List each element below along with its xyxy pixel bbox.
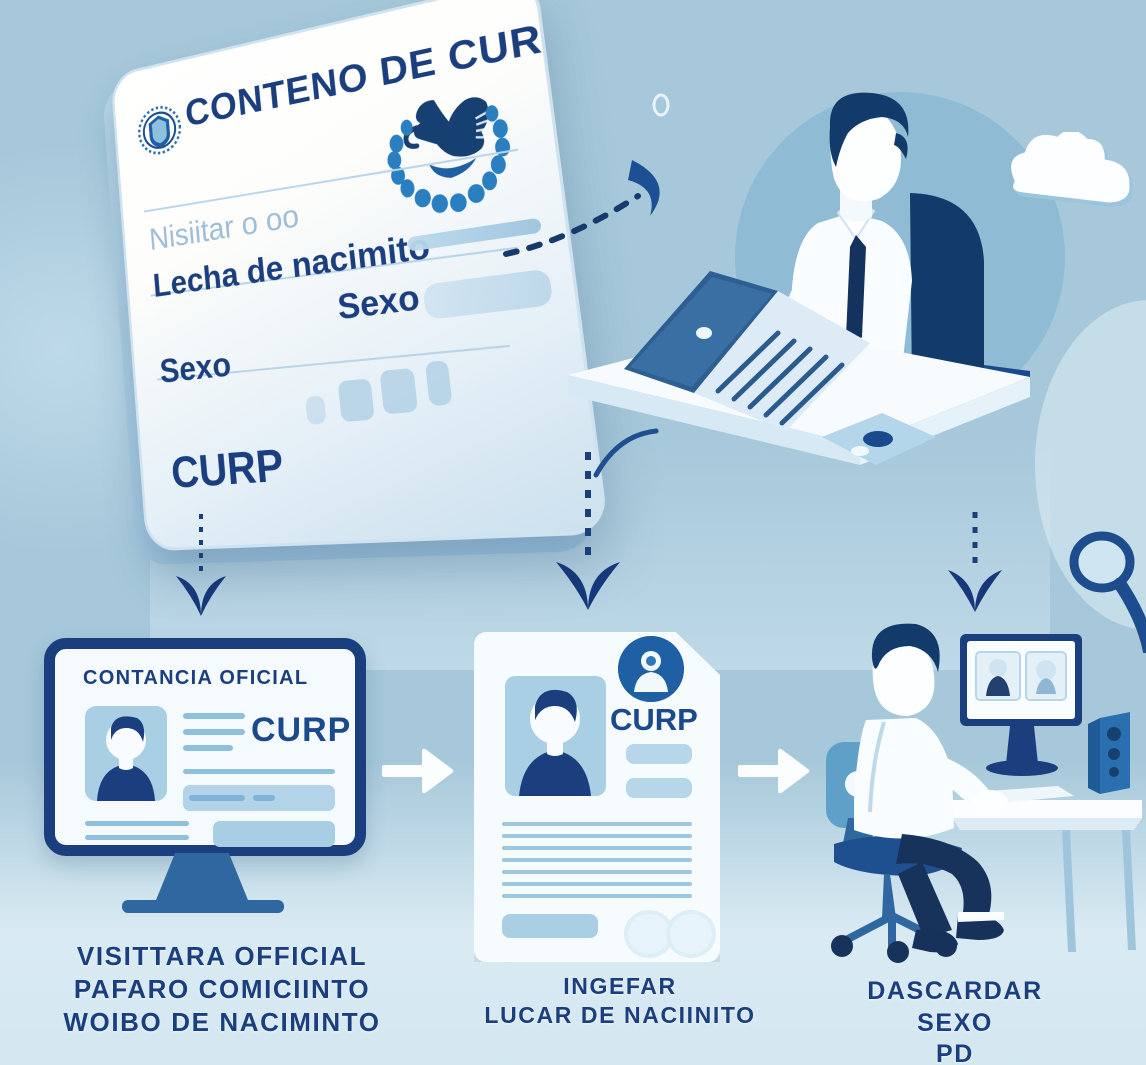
step-3-desk-computer	[826, 623, 1142, 963]
field-placeholder	[85, 821, 189, 826]
card-chip	[379, 367, 419, 415]
caption-line: SEXO	[917, 1008, 993, 1037]
step-1-caption: VISITTARA OFFICIAL PAFARO COMICIINTO WOI…	[32, 940, 412, 1038]
field-placeholder	[183, 713, 245, 719]
card-field-label: CURP	[169, 439, 286, 498]
desktop-monitor-icon	[960, 634, 1082, 776]
stamp-seal-icon	[666, 910, 716, 958]
card-face: CONTENO DE CURP	[110, 0, 610, 552]
laptop-icon	[624, 271, 870, 431]
caption-line: LUCAR DE NACIINITO	[484, 1001, 756, 1028]
caption-line: INGEFAR	[563, 973, 677, 999]
data-pill	[213, 821, 335, 847]
data-pill	[626, 778, 692, 798]
card-field-label: Sexo	[158, 345, 233, 391]
text-line	[502, 822, 692, 826]
person-back-view	[854, 623, 1008, 953]
caption-line: DASCARDAR	[867, 977, 1043, 1005]
card-chip	[305, 395, 327, 426]
text-line	[502, 882, 692, 886]
card-field-label: Sexo	[335, 277, 422, 328]
caption-line: VISITTARA OFFICIAL	[76, 941, 368, 971]
caption-line: WOIBO DE NACIMINTO	[63, 1006, 381, 1037]
user-avatar-icon	[505, 676, 606, 796]
field-placeholder	[189, 795, 245, 801]
field-placeholder	[183, 729, 245, 735]
step-1-monitor-id-card: CONTANCIA OFICIAL CURP	[44, 638, 384, 913]
caption-line: PAFARO COMICIINTO	[73, 973, 371, 1004]
stamp-seal-icon	[624, 910, 674, 958]
field-placeholder	[183, 745, 233, 751]
speaker-icon	[1088, 712, 1130, 794]
text-line	[502, 894, 692, 898]
magnifying-glass-icon	[1069, 531, 1146, 653]
card-signature-strip	[422, 268, 554, 321]
right-arrow	[382, 748, 454, 794]
card-chip	[337, 378, 375, 423]
user-avatar-icon	[85, 706, 167, 801]
caption-line: PD	[936, 1040, 974, 1065]
monitor-base	[122, 900, 284, 913]
monitor-card-title: CONTANCIA OFICIAL	[83, 667, 309, 689]
down-arrow	[948, 512, 1002, 612]
person-typing-on-laptop	[568, 92, 1030, 478]
cloud-icon	[1011, 132, 1133, 208]
small-circle-icon	[652, 93, 670, 117]
data-pill	[626, 744, 692, 764]
right-arrow	[738, 748, 810, 794]
text-line	[502, 858, 692, 862]
text-line	[502, 846, 692, 850]
field-placeholder	[253, 795, 275, 801]
smartphone-icon	[822, 413, 936, 465]
card-chip	[424, 359, 453, 407]
monitor-stand	[154, 853, 250, 905]
hero-curp-card: CONTENO DE CURP	[101, 0, 610, 566]
text-line	[502, 870, 692, 874]
step-2-caption: INGEFAR LUCAR DE NACIINITO	[446, 972, 794, 1030]
document-curp-label: CURP	[610, 702, 698, 737]
text-line	[502, 834, 692, 838]
mexican-coat-of-arms-icon	[386, 89, 512, 215]
person-badge-icon	[618, 636, 684, 702]
step-2-document-sheet: CURP	[474, 632, 720, 962]
field-placeholder	[85, 835, 189, 840]
data-pill	[502, 914, 598, 938]
necktie	[846, 235, 866, 347]
government-seal-icon	[134, 99, 185, 161]
monitor-frame: CONTANCIA OFICIAL CURP	[44, 638, 366, 856]
field-placeholder	[183, 769, 335, 774]
step-3-caption: DASCARDAR SEXO PD	[830, 976, 1080, 1065]
monitor-curp-badge: CURP	[251, 711, 352, 749]
